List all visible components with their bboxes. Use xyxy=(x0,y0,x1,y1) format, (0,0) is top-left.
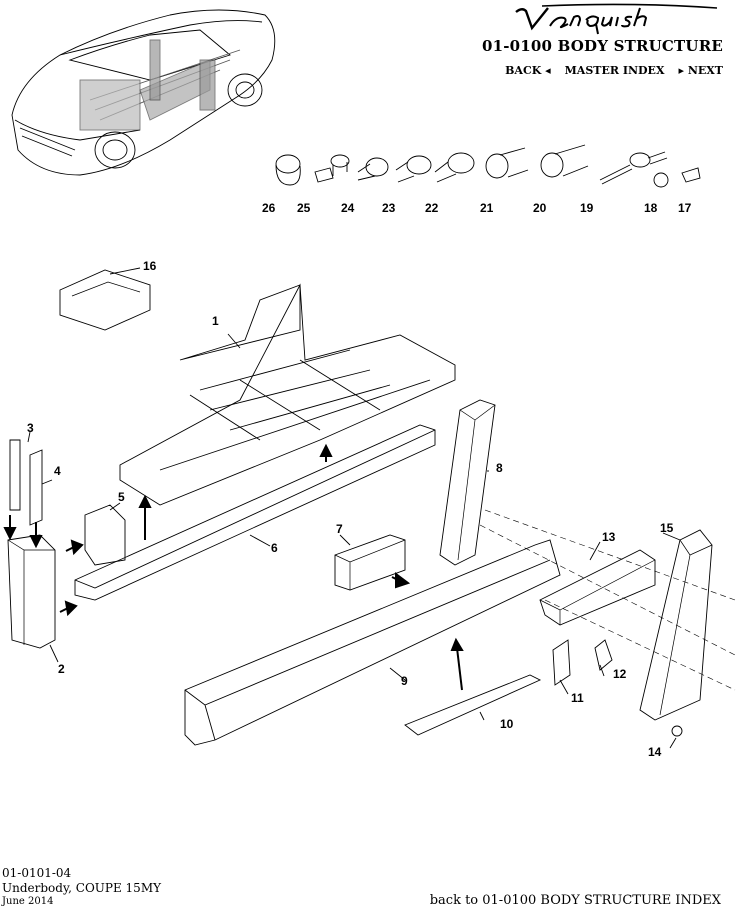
part-10-channel xyxy=(404,674,542,736)
callout-16[interactable]: 16 xyxy=(143,259,157,273)
master-index-link[interactable]: MASTER INDEX xyxy=(564,64,665,77)
part-3-bracket xyxy=(9,439,21,511)
callout-8[interactable]: 8 xyxy=(496,461,503,475)
section-title: 01-0100 BODY STRUCTURE xyxy=(481,37,723,55)
diagram-description: Underbody, COUPE 15MY xyxy=(2,881,162,895)
callout-26[interactable]: 26 xyxy=(262,201,276,215)
callout-14[interactable]: 14 xyxy=(648,745,662,759)
navigation-bar: BACK ◂ MASTER INDEX ▸ NEXT xyxy=(505,64,723,77)
callout-2[interactable]: 2 xyxy=(58,662,65,676)
exploded-parts-diagram: 1 2 3 4 5 6 7 8 9 10 11 12 13 14 15 16 1… xyxy=(3,9,736,759)
callout-numbers: 1 2 3 4 5 6 7 8 9 10 11 12 13 14 15 16 1… xyxy=(27,201,692,759)
assembly-arrows xyxy=(3,443,464,691)
next-link[interactable]: ▸ NEXT xyxy=(678,64,723,77)
callout-13[interactable]: 13 xyxy=(602,530,616,544)
back-link[interactable]: BACK ◂ xyxy=(505,64,551,77)
callout-15[interactable]: 15 xyxy=(660,521,674,535)
callout-18[interactable]: 18 xyxy=(644,201,658,215)
callout-25[interactable]: 25 xyxy=(297,201,311,215)
callout-7[interactable]: 7 xyxy=(336,522,343,536)
part-5-bracket xyxy=(84,504,126,566)
back-to-index-link[interactable]: back to 01-0100 BODY STRUCTURE INDEX xyxy=(429,893,721,908)
callout-4[interactable]: 4 xyxy=(54,464,61,478)
part-8-post xyxy=(439,399,496,566)
callout-10[interactable]: 10 xyxy=(500,717,514,731)
callout-3[interactable]: 3 xyxy=(27,421,34,435)
vanquish-logo xyxy=(515,3,718,35)
part-12-clip xyxy=(594,639,613,671)
part-16-plate xyxy=(59,269,151,331)
callout-12[interactable]: 12 xyxy=(613,667,627,681)
part-11-plate xyxy=(552,639,571,686)
callout-11[interactable]: 11 xyxy=(571,691,584,705)
callout-5[interactable]: 5 xyxy=(118,490,125,504)
callout-24[interactable]: 24 xyxy=(341,201,355,215)
diagram-code: 01-0101-04 xyxy=(2,866,72,880)
callout-23[interactable]: 23 xyxy=(382,201,396,215)
fastener-parts xyxy=(275,144,701,188)
part-7-bracket xyxy=(334,534,406,591)
part-1-floor-pan xyxy=(119,283,456,506)
part-2-pillar xyxy=(7,534,56,649)
callout-21[interactable]: 21 xyxy=(480,201,494,215)
part-14-bolt xyxy=(671,725,683,737)
part-15-post xyxy=(639,529,713,721)
part-9-sill xyxy=(184,539,561,746)
callout-6[interactable]: 6 xyxy=(271,541,278,555)
callout-19[interactable]: 19 xyxy=(580,201,594,215)
diagram-date: June 2014 xyxy=(2,896,54,907)
part-13-member xyxy=(539,549,656,626)
callout-22[interactable]: 22 xyxy=(425,201,439,215)
callout-20[interactable]: 20 xyxy=(533,201,547,215)
car-illustration xyxy=(11,9,276,176)
part-6-long-rail xyxy=(74,424,436,601)
callout-17[interactable]: 17 xyxy=(678,201,692,215)
part-4-bracket xyxy=(29,449,43,526)
callout-9[interactable]: 9 xyxy=(401,674,408,688)
callout-1[interactable]: 1 xyxy=(212,314,219,328)
